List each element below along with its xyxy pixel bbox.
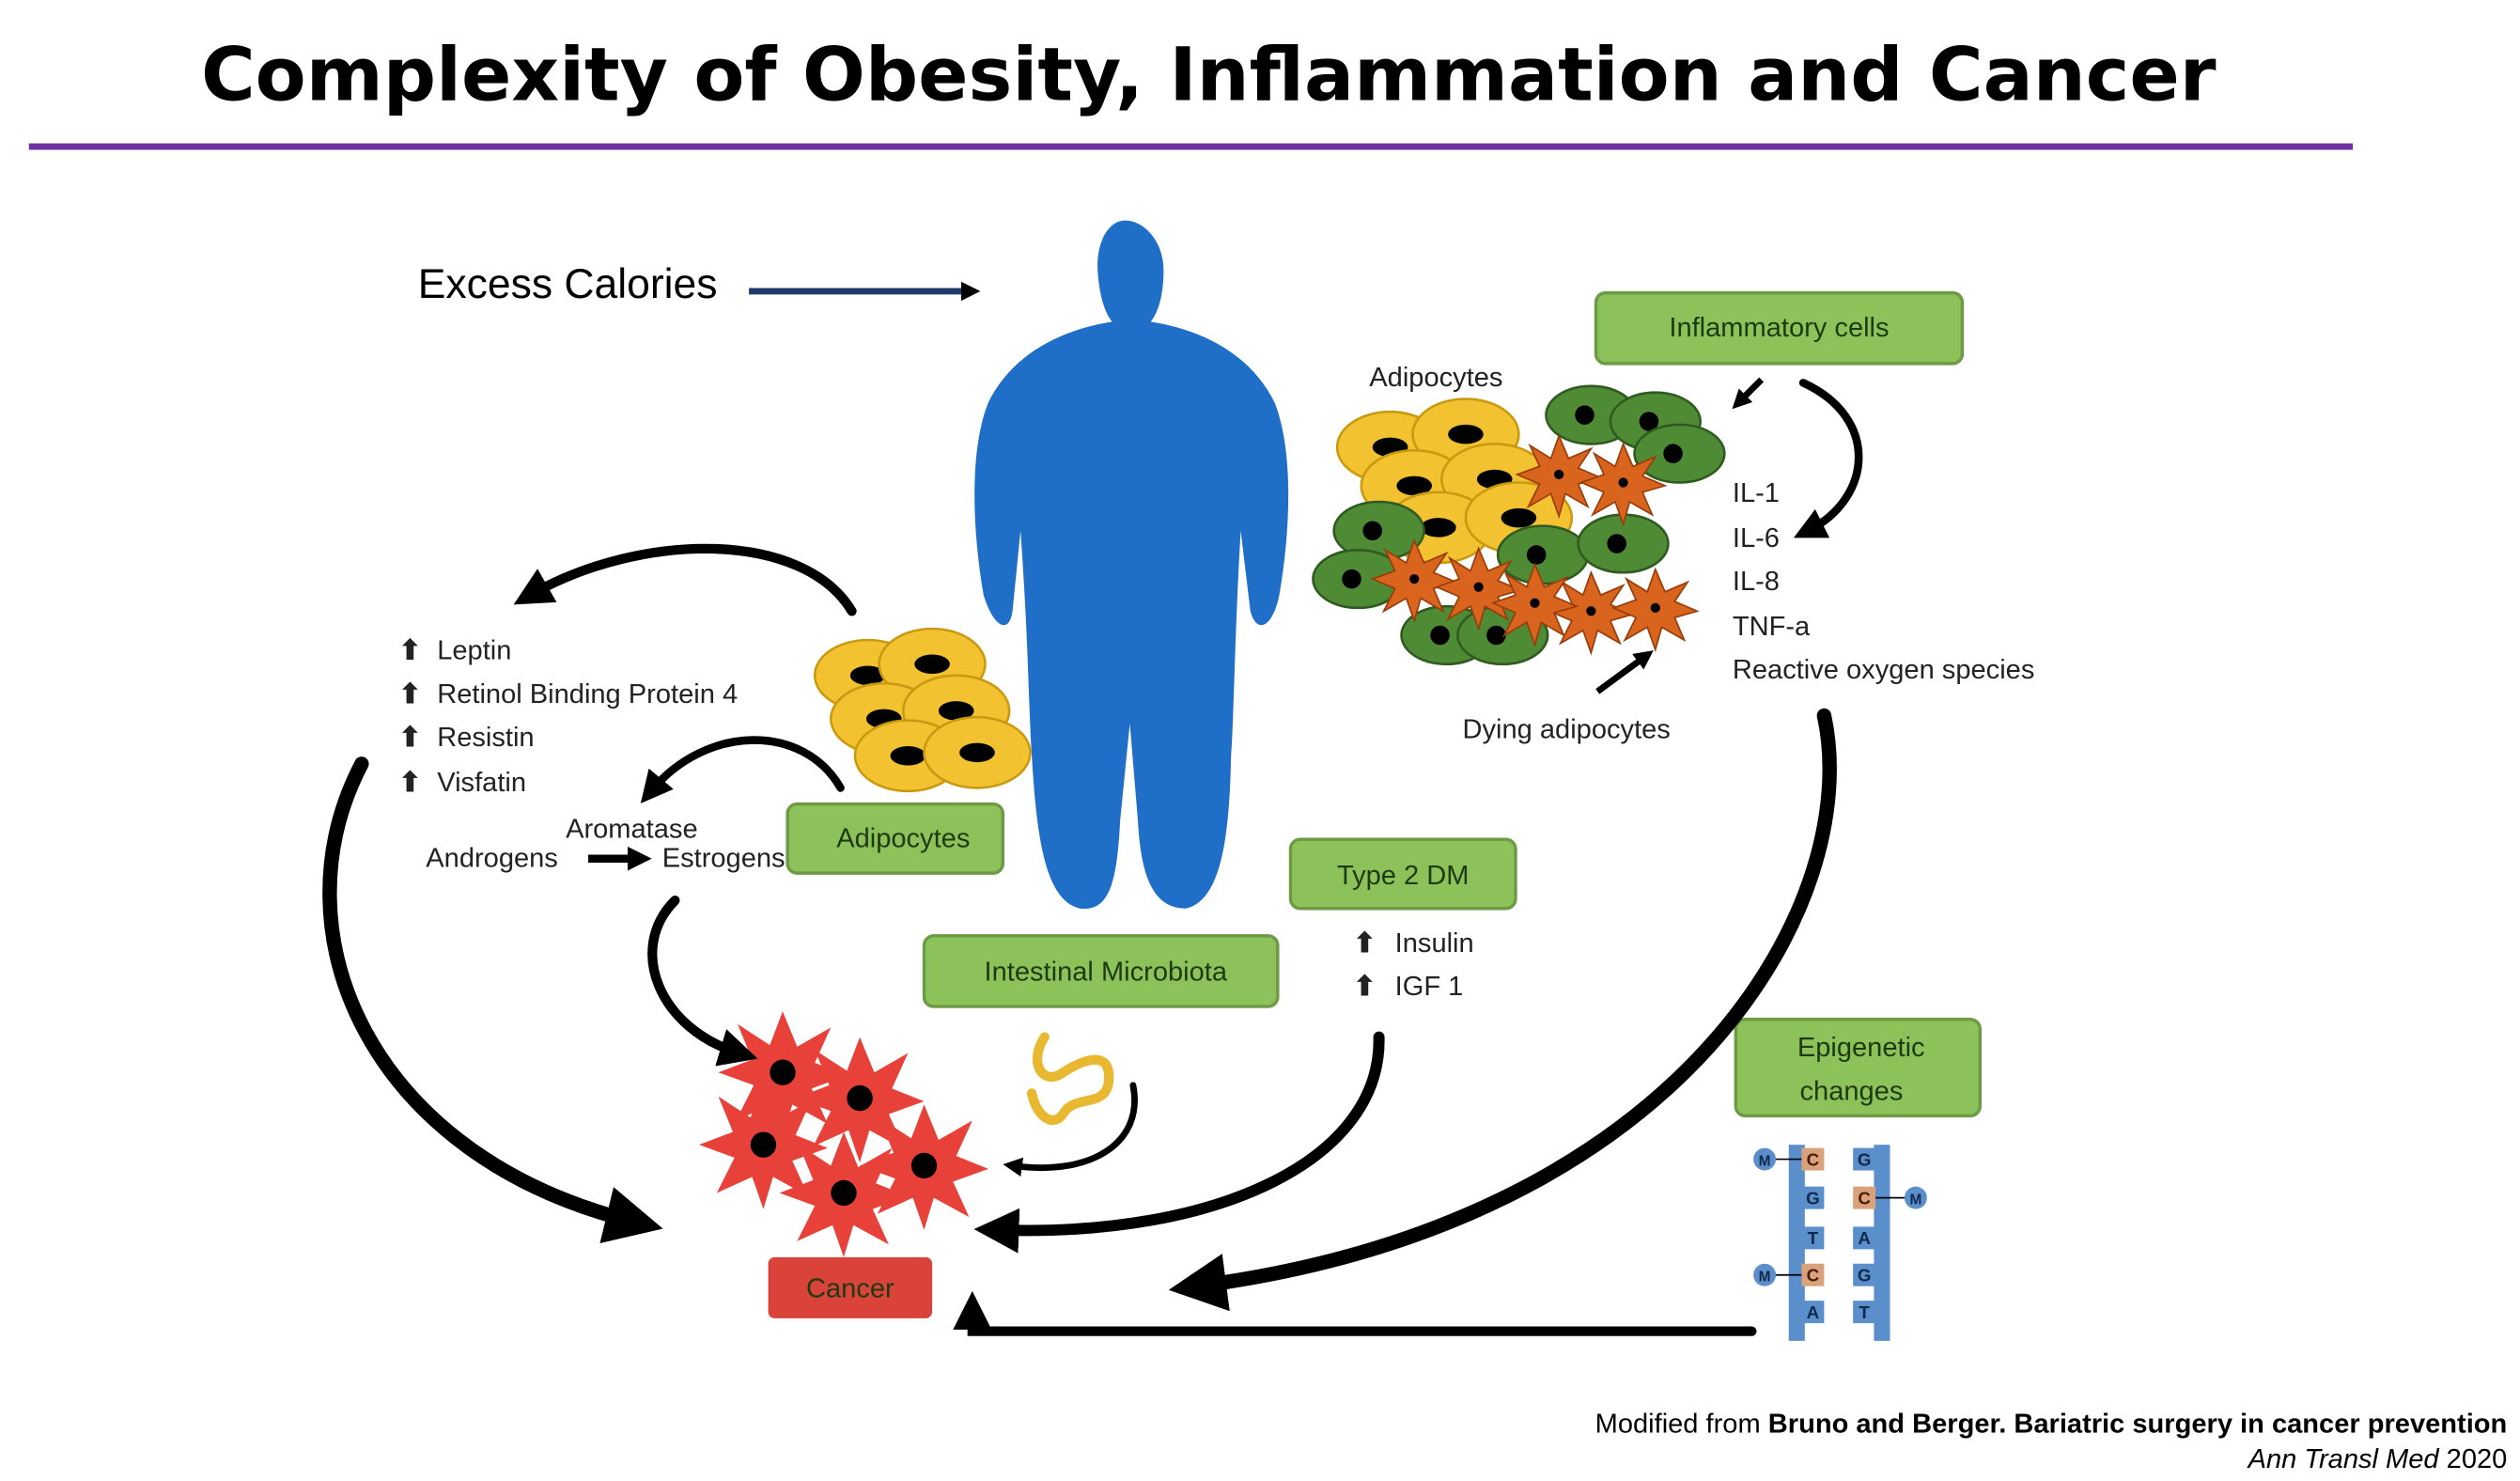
adipocytes-label: Adipocytes [1369, 363, 1502, 393]
curved-arrow [647, 896, 758, 1067]
up-arrow-icon: ⬆ [398, 768, 421, 798]
aromatase-label: Aromatase [566, 814, 698, 844]
curved-arrow [1168, 708, 1837, 1312]
adipokine-item: Retinol Binding Protein 4 [437, 679, 738, 709]
cytokine-item: Reactive oxygen species [1733, 655, 2034, 685]
dying-adipocytes-label: Dying adipocytes [1463, 714, 1671, 744]
dna-base: A [1807, 1302, 1820, 1322]
dna-base: T [1808, 1228, 1819, 1248]
slide-title: Complexity of Obesity, Inflammation and … [201, 31, 2217, 117]
cancer-box: Cancer [768, 1256, 933, 1318]
excess-calories-label: Excess Calories [418, 261, 718, 307]
title-divider [28, 143, 2354, 150]
up-arrow-icon: ⬆ [398, 723, 421, 753]
type2dm-text: Type 2 DM [1337, 861, 1470, 891]
dna-base: G [1806, 1188, 1820, 1208]
androgens-label: Androgens [426, 843, 558, 873]
curved-arrow [513, 543, 857, 616]
cytokine-item: IL-1 [1733, 478, 1780, 508]
epigenetic-text-1: Epigenetic [1797, 1033, 1925, 1063]
obese-body-silhouette [974, 220, 1289, 910]
straight-arrow [1732, 377, 1765, 410]
methyl-group: M [1759, 1153, 1771, 1169]
citation-journal: Ann Transl Med [2247, 1444, 2440, 1474]
dna-base: G [1858, 1266, 1872, 1286]
dna-base: G [1858, 1149, 1872, 1169]
intestine-icon [1026, 1032, 1114, 1126]
adipokine-list: ⬆ Leptin ⬆ Retinol Binding Protein 4 ⬆ Resi… [398, 636, 738, 798]
citation-line-2: Ann Transl Med 2020 [2247, 1444, 2508, 1474]
curved-arrow [322, 756, 663, 1243]
microbiota-text: Intestinal Microbiota [985, 958, 1228, 988]
up-arrow-icon: ⬆ [1353, 972, 1376, 1002]
epigenetic-text-2: changes [1800, 1076, 1904, 1106]
inflammatory-cells-text: Inflammatory cells [1669, 313, 1889, 343]
up-arrow-icon: ⬆ [398, 679, 421, 709]
cytokine-item: IL-8 [1733, 567, 1780, 597]
citation-year: 2020 [2447, 1444, 2508, 1474]
straight-arrow [1595, 650, 1654, 694]
curved-arrow [973, 1031, 1385, 1254]
cytokine-item: TNF-a [1733, 612, 1811, 642]
methyl-group: M [1909, 1192, 1921, 1208]
adipocytes-box: Adipocytes [786, 802, 1005, 875]
cancer-text: Cancer [806, 1274, 894, 1304]
microbiota-box: Intestinal Microbiota [922, 934, 1280, 1008]
dna-base: A [1858, 1228, 1871, 1248]
citation-source: Bruno and Berger. Bariatric surgery in c… [1768, 1409, 2508, 1439]
up-arrow-icon: ⬆ [398, 636, 421, 666]
cytokine-item: IL-6 [1733, 523, 1780, 553]
estrogens-label: Estrogens [662, 843, 786, 873]
adipokine-item: Leptin [437, 636, 511, 666]
pathway-arrows [322, 377, 1863, 1336]
adipokine-item: Resistin [437, 723, 534, 753]
inflammatory-cells-box: Inflammatory cells [1594, 290, 1965, 366]
dna-base: C [1807, 1149, 1820, 1169]
insulin-label: Insulin [1395, 928, 1474, 959]
epigenetic-box: Epigenetic changes [1734, 1018, 1982, 1118]
curved-arrow [1003, 1082, 1138, 1177]
adipocytes-box-text: Adipocytes [836, 824, 970, 854]
curved-arrow [640, 736, 845, 804]
methyl-group: M [1759, 1270, 1771, 1286]
adipokine-item: Visfatin [437, 768, 526, 798]
dna-base: C [1858, 1188, 1871, 1208]
type2dm-box: Type 2 DM [1288, 837, 1517, 911]
citation-line-1: Modified from Bruno and Berger. Bariatri… [1595, 1409, 2508, 1439]
igf1-label: IGF 1 [1395, 972, 1464, 1002]
dna-base: T [1859, 1302, 1870, 1322]
citation-prefix: Modified from [1595, 1409, 1761, 1439]
dna-methylation-diagram: C G T C A G C A G T M M M [1753, 1145, 1927, 1341]
dna-base: C [1807, 1266, 1820, 1286]
straight-arrow [953, 1290, 1757, 1336]
up-arrow-icon: ⬆ [1353, 928, 1376, 959]
curved-arrow [1793, 379, 1863, 538]
cytokine-list: IL-1 IL-6 IL-8 TNF-a Reactive oxygen spe… [1733, 478, 2034, 685]
